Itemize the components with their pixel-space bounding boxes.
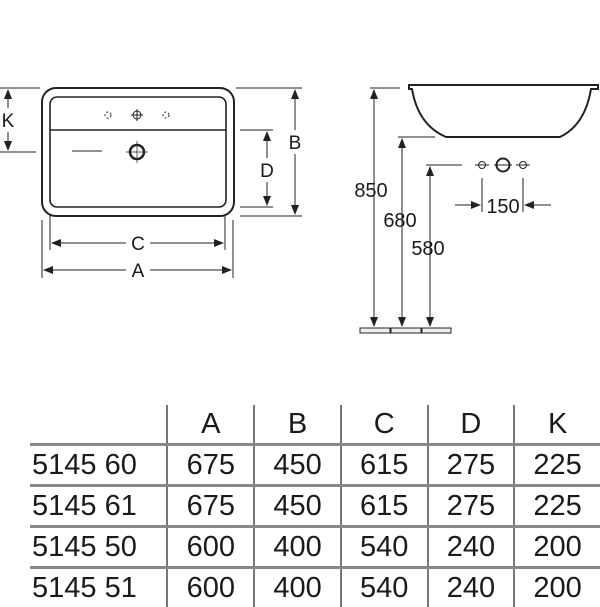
drain-icon	[126, 141, 148, 163]
cell: 615	[341, 486, 428, 527]
table-header-row: A B C D K	[30, 405, 600, 445]
cell: 240	[428, 527, 515, 568]
cell: 600	[167, 568, 254, 607]
dimensions-table: A B C D K 5145 60 675 450 615 275 225 51…	[30, 405, 600, 607]
cell: 540	[341, 568, 428, 607]
tap-hole-icons	[105, 109, 169, 121]
dim-label-a: A	[132, 261, 145, 282]
cell: 275	[428, 445, 515, 486]
height-680-label: 680	[383, 210, 416, 232]
model-number: 5145 51	[30, 568, 167, 607]
cell: 600	[167, 527, 254, 568]
tap-spacing-label: 150	[486, 196, 519, 218]
side-view	[360, 85, 598, 333]
cell: 225	[514, 486, 600, 527]
height-850-label: 850	[354, 180, 387, 202]
cell: 275	[428, 486, 515, 527]
dim-label-c: C	[131, 234, 145, 255]
cell: 540	[341, 527, 428, 568]
table-row: 5145 51 600 400 540 240 200	[30, 568, 600, 607]
column-header: A	[167, 405, 254, 445]
basin-profile	[409, 85, 598, 137]
cell: 240	[428, 568, 515, 607]
cell: 400	[254, 568, 341, 607]
column-header: C	[341, 405, 428, 445]
plan-view	[0, 88, 302, 278]
column-header: B	[254, 405, 341, 445]
table-row: 5145 60 675 450 615 275 225	[30, 445, 600, 486]
floor-pads	[360, 328, 451, 333]
cell: 400	[254, 527, 341, 568]
height-580-label: 580	[411, 238, 444, 260]
cell: 450	[254, 445, 341, 486]
table-row: 5145 61 675 450 615 275 225	[30, 486, 600, 527]
cell: 675	[167, 445, 254, 486]
model-number: 5145 50	[30, 527, 167, 568]
dim-label-k: K	[2, 111, 15, 132]
tap-hole-icons	[475, 159, 530, 172]
cell: 615	[341, 445, 428, 486]
cell: 200	[514, 527, 600, 568]
model-number: 5145 60	[30, 445, 167, 486]
table-row: 5145 50 600 400 540 240 200	[30, 527, 600, 568]
dim-label-b: B	[289, 133, 302, 154]
cell: 200	[514, 568, 600, 607]
technical-drawing: K B D C A 850 680 580 150	[0, 0, 600, 400]
cell: 450	[254, 486, 341, 527]
cell: 225	[514, 445, 600, 486]
dim-label-d: D	[260, 161, 274, 182]
column-header: D	[428, 405, 515, 445]
cell: 675	[167, 486, 254, 527]
model-number: 5145 61	[30, 486, 167, 527]
column-header: K	[514, 405, 600, 445]
